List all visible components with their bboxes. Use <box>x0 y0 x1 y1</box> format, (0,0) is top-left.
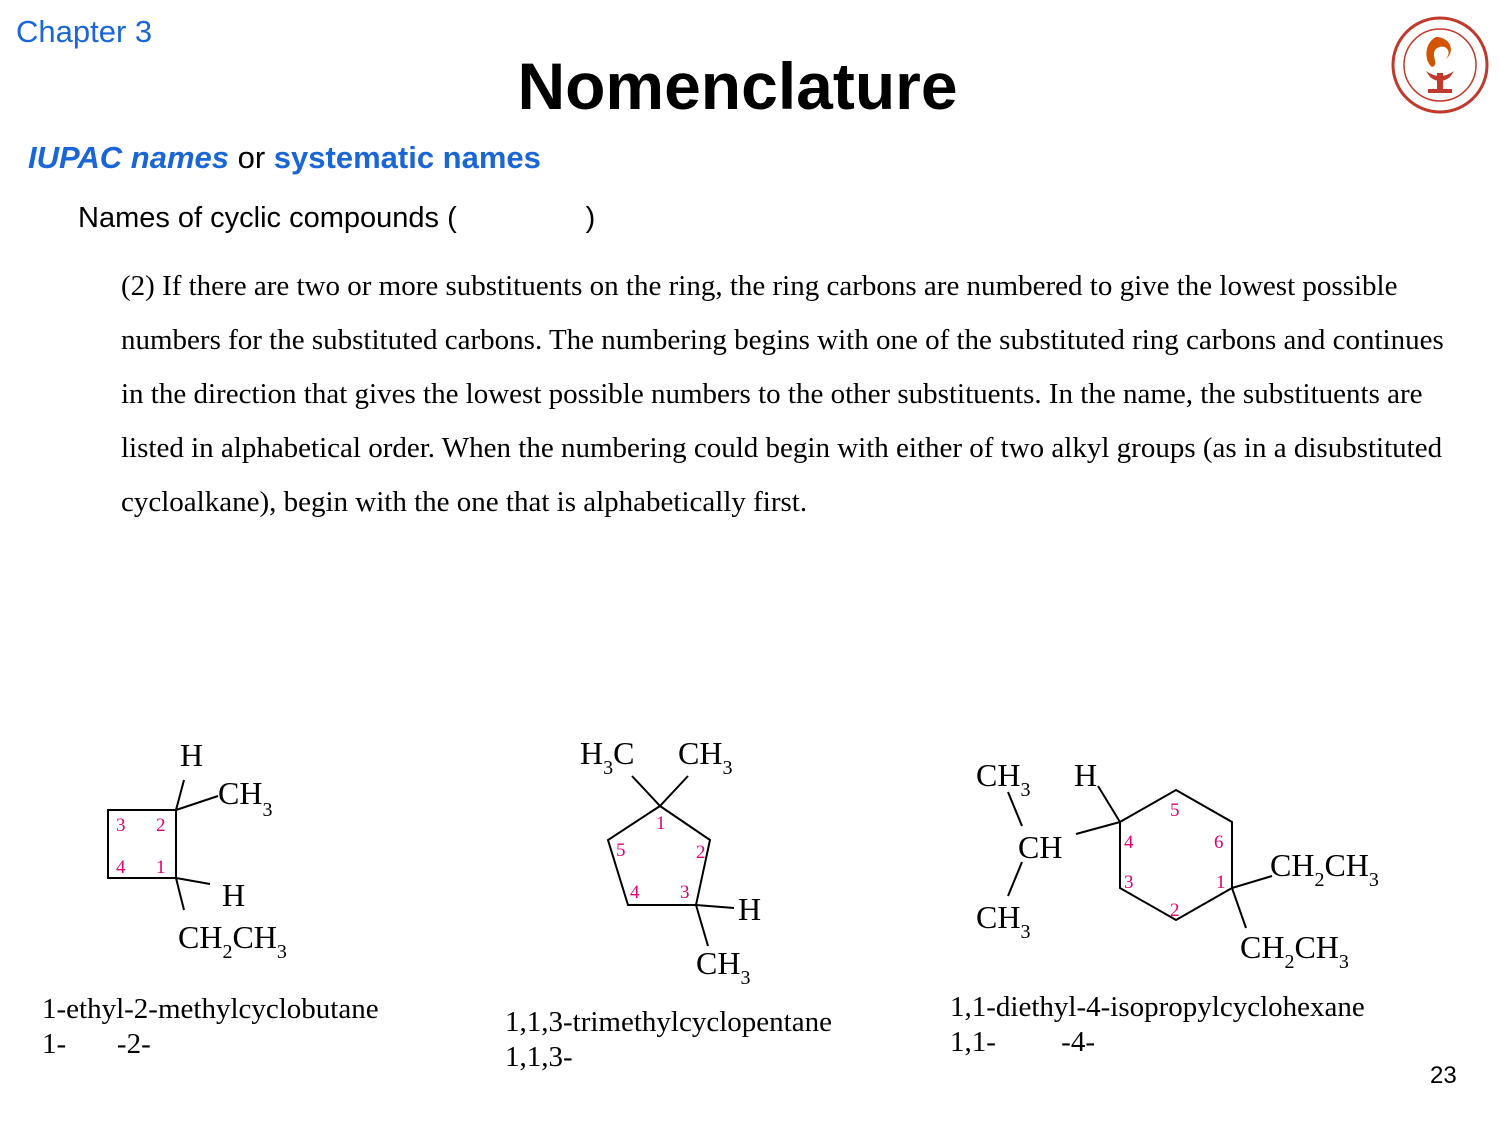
chapter-label: Chapter 3 <box>16 14 153 49</box>
compound-name: 1,1,3-trimethylcyclopentane <box>505 1006 832 1038</box>
label-ethyl-upper: CH2CH3 <box>1270 847 1379 891</box>
ring-number: 1 <box>656 813 666 834</box>
label-ethyl: CH2CH3 <box>178 919 287 963</box>
label-ch: CH <box>1018 829 1062 865</box>
section-heading: Names of cyclic compounds ( ) <box>78 202 596 234</box>
ring-number: 2 <box>156 815 166 836</box>
rule-paragraph: (2) If there are two or more substituent… <box>121 270 1444 518</box>
university-seal-icon <box>1391 16 1489 114</box>
structure-cyclobutane: H CH3 H CH2CH3 3 2 4 1 <box>107 737 287 963</box>
label-ch3-top: CH3 <box>678 735 732 779</box>
ring-number: 1 <box>156 857 166 878</box>
compound-name-alt: 1,1- -4- <box>950 1026 1095 1058</box>
ring-number: 5 <box>1170 800 1180 821</box>
compound-name: 1,1-diethyl-4-isopropylcyclohexane <box>950 991 1365 1023</box>
label-h: H <box>1074 757 1097 793</box>
compound-name-alt: 1,1,3- <box>505 1041 573 1073</box>
label-ethyl-lower: CH2CH3 <box>1240 929 1349 973</box>
ring-number: 4 <box>1124 832 1134 853</box>
label-ch3-bottom: CH3 <box>696 945 750 989</box>
ring-number: 6 <box>1214 832 1224 853</box>
ring-number: 3 <box>1124 872 1134 893</box>
compound-name-alt: 1- -2- <box>42 1028 151 1060</box>
ring-number: 2 <box>1170 900 1180 921</box>
subtitle-systematic: systematic names <box>273 140 541 175</box>
subtitle: IUPAC names or systematic names <box>28 140 541 176</box>
label-h-bottom: H <box>222 877 245 913</box>
subtitle-or: or <box>229 140 274 175</box>
label-h-top: H <box>180 737 203 773</box>
structure-cyclopentane: H3C CH3 H CH3 1 2 3 4 5 <box>580 735 761 989</box>
label-ch3: CH3 <box>218 775 272 821</box>
ring-number: 4 <box>116 857 126 878</box>
compound-name: 1-ethyl-2-methylcyclobutane <box>42 993 379 1025</box>
structure-cyclohexane: CH3 H CH CH3 CH2CH3 CH2CH3 5 6 4 1 3 2 <box>976 757 1379 973</box>
ring-number: 3 <box>116 815 126 836</box>
ring-number: 5 <box>616 840 626 861</box>
label-h3c: H3C <box>580 735 634 779</box>
ring-number: 3 <box>680 882 690 903</box>
ring-number: 1 <box>1216 872 1226 893</box>
page-number: 23 <box>1430 1062 1457 1089</box>
label-h: H <box>738 891 761 927</box>
slide-title: Nomenclature <box>517 49 958 123</box>
subtitle-iupac: IUPAC names <box>28 140 229 175</box>
label-ch3-bottom: CH3 <box>976 899 1030 943</box>
ring-number: 4 <box>630 882 640 903</box>
label-ch3-top: CH3 <box>976 757 1030 801</box>
ring-number: 2 <box>696 842 706 863</box>
